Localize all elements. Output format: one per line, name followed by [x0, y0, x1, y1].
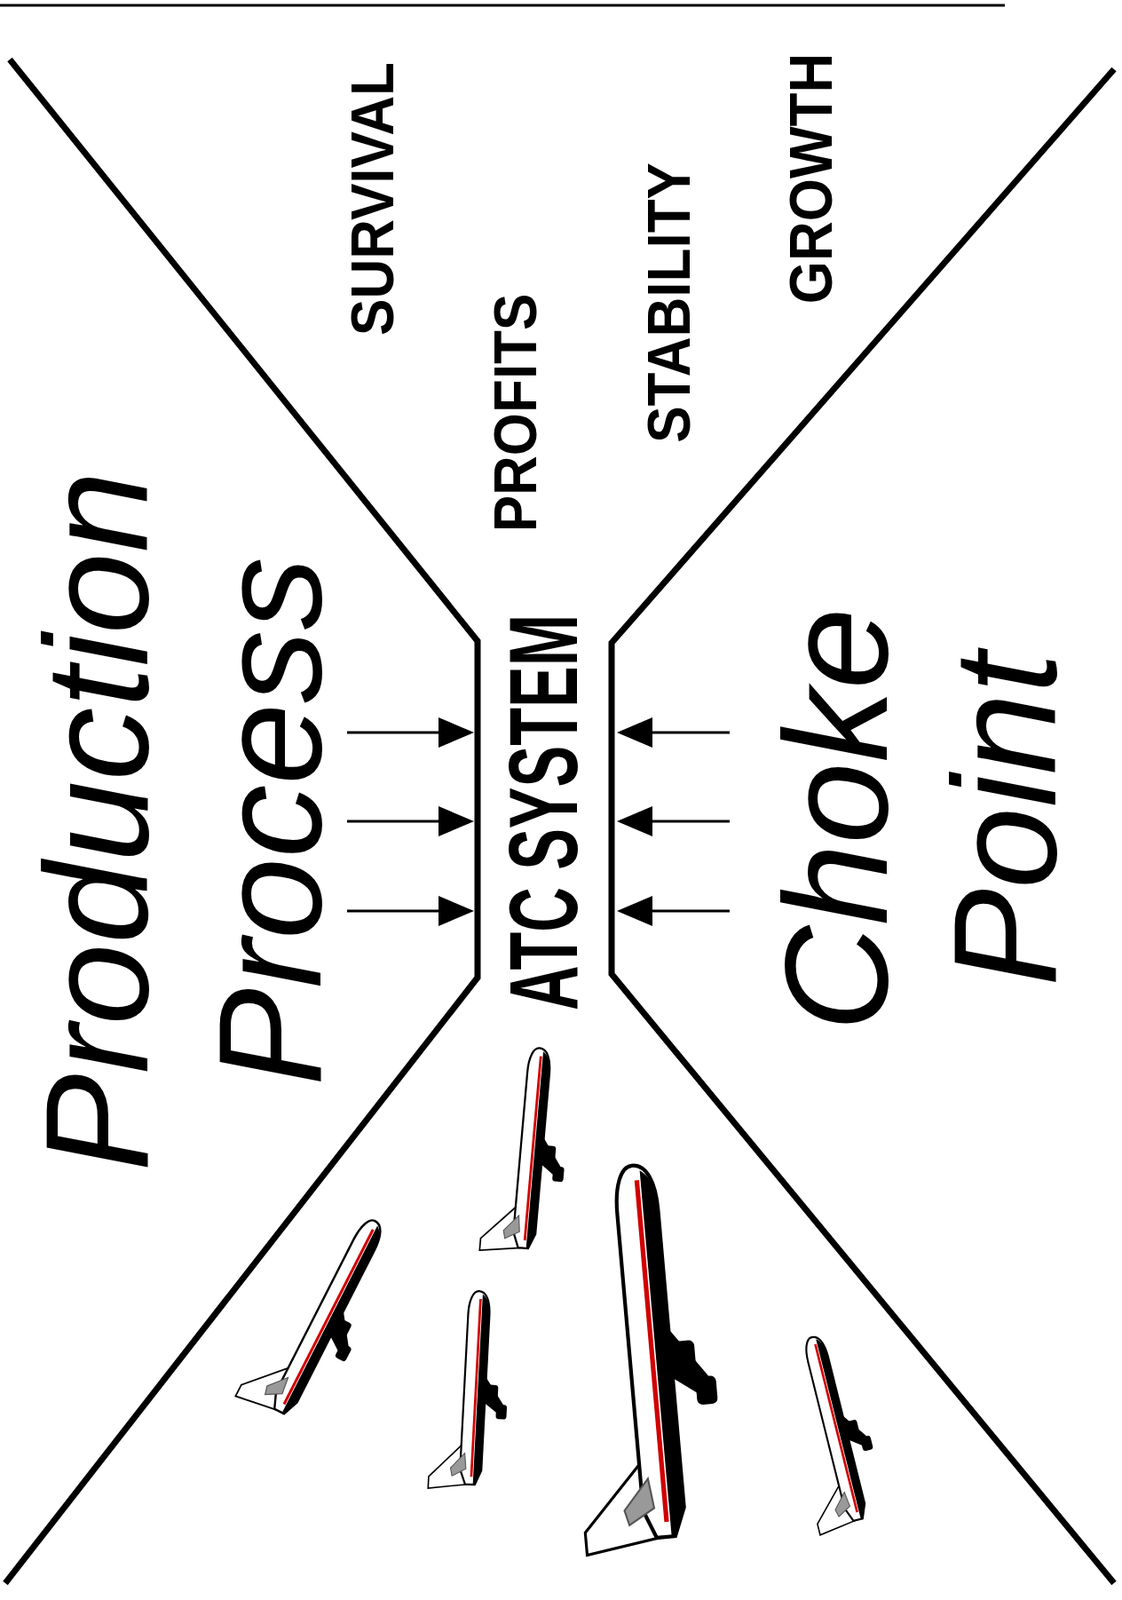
- airplane: [479, 1043, 575, 1257]
- choke-channel: ATC SYSTEM: [477, 603, 612, 1021]
- goal-word: STABILITY: [633, 162, 704, 443]
- top-rule: [0, 4, 1005, 8]
- arrow-shaft: [347, 731, 444, 735]
- arrow-head: [616, 805, 653, 837]
- headline-text: Choke Point: [751, 566, 1090, 1073]
- arrow-shaft: [347, 909, 444, 913]
- arrow-shaft: [347, 820, 444, 823]
- goal-word: GROWTH: [775, 53, 846, 304]
- system-label: ATC SYSTEM: [491, 614, 598, 1011]
- goal-word: PROFITS: [480, 293, 550, 533]
- airplane: [553, 1159, 731, 1555]
- arrow-head: [438, 805, 475, 837]
- funnel-wall: [5, 59, 478, 1583]
- airplane: [235, 1200, 409, 1433]
- arrow-shaft: [647, 731, 730, 735]
- arrow-head: [616, 717, 653, 748]
- headline-text: Production Process: [10, 452, 357, 1190]
- airplane: [773, 1328, 891, 1535]
- arrow-head: [438, 717, 475, 748]
- airplane: [427, 1288, 514, 1493]
- arrow-head: [438, 895, 475, 926]
- arrow-shaft: [647, 909, 730, 913]
- goal-word: SURVIVAL: [337, 62, 407, 336]
- arrow-head: [616, 895, 653, 926]
- arrow-shaft: [647, 820, 730, 823]
